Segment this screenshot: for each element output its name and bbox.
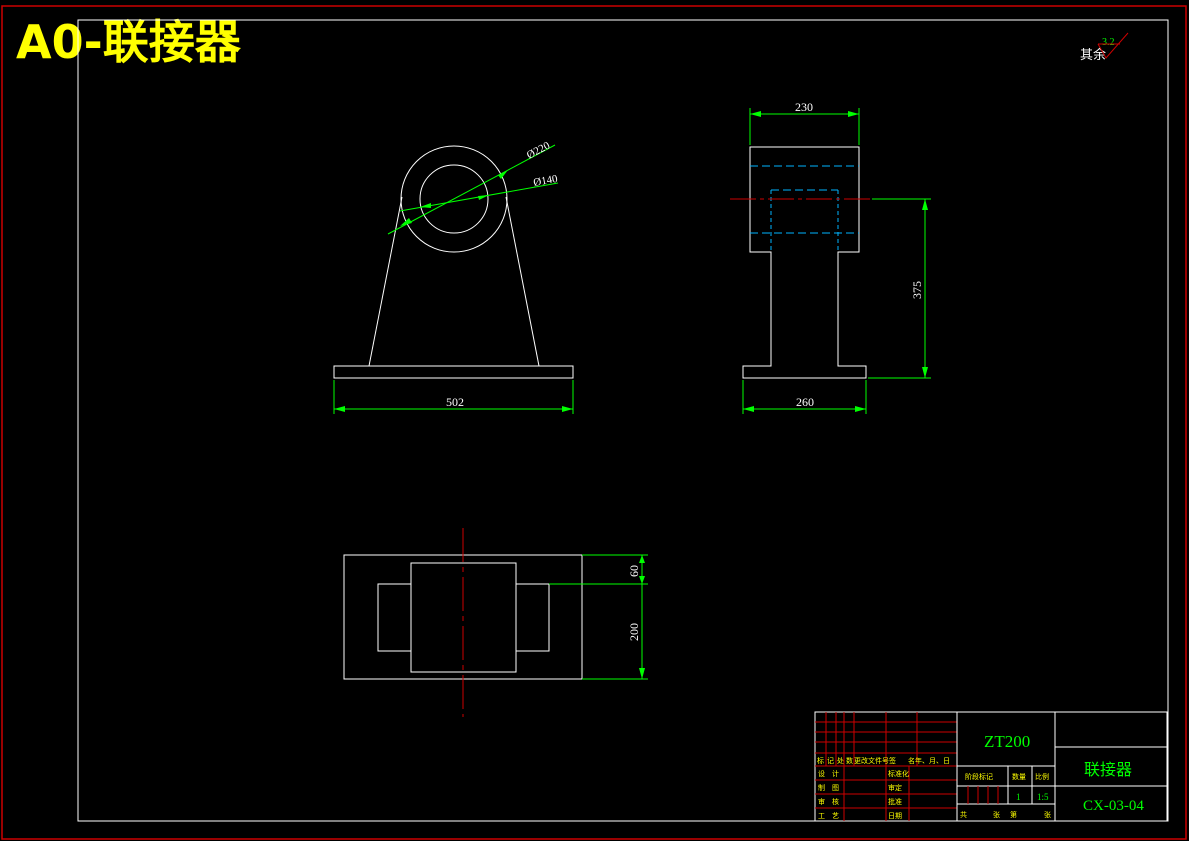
sheet-num-b: 张: [1044, 810, 1051, 819]
dim-60-label: 60: [627, 565, 641, 577]
dia140-label: Ø140: [532, 173, 559, 189]
dim-230-label: 230: [795, 100, 813, 114]
top-right-lug: [515, 583, 550, 652]
role-process-a: 工: [818, 812, 825, 820]
quantity-header: 数量: [1012, 772, 1026, 781]
role-date: 日期: [888, 812, 902, 820]
outer-border: [1, 5, 1187, 840]
part-name: 联接器: [1084, 760, 1132, 779]
roughness-symbol: 其余 3.2: [1080, 32, 1129, 63]
dia220-label: Ø220: [525, 139, 553, 161]
rev-hdr-6: 名年、月、日: [908, 756, 950, 765]
dia220-leader: [387, 144, 556, 235]
role-review-b: 核: [832, 797, 839, 806]
side-view: 230 375 260: [730, 100, 931, 414]
drawing-number: CX-03-04: [1083, 798, 1144, 814]
stage-mark-header: 阶段标记: [965, 772, 993, 781]
rev-hdr-4: 更改文件号: [854, 756, 889, 765]
role-process-b: 艺: [832, 812, 839, 820]
role-review-a: 审: [818, 797, 825, 806]
title-block: ZT200 联接器 CX-03-04 1:5 1 标 记 处 数 更改文件号 签…: [814, 711, 1168, 822]
roughness-value: 3.2: [1102, 37, 1115, 48]
quantity-value: 1: [1016, 792, 1021, 802]
sheet-num-a: 第: [1010, 810, 1017, 819]
outer-boss-circle: [400, 145, 508, 253]
scale-header: 比例: [1035, 772, 1049, 781]
role-draw-b: 图: [832, 784, 839, 792]
project-code: ZT200: [984, 732, 1030, 751]
role-approve: 批准: [888, 797, 902, 806]
dim-375-label: 375: [910, 281, 924, 299]
side-outline: [742, 146, 867, 379]
bore-circle: [419, 164, 489, 234]
inner-border: [77, 19, 1169, 822]
rev-hdr-1: 记: [827, 757, 834, 765]
top-view: 60 200: [343, 528, 648, 717]
sheet-total-a: 共: [960, 810, 967, 819]
front-base-plate: [333, 365, 574, 379]
front-view: Ø220 Ø140 502: [333, 139, 574, 414]
roughness-mark: [1097, 32, 1129, 59]
drawing-title: A0-联接器: [16, 15, 241, 69]
role-standard: 标准化: [888, 769, 909, 778]
left-rib-line: [368, 196, 403, 367]
rev-hdr-3: 数: [846, 756, 853, 765]
dim-260-label: 260: [796, 395, 814, 409]
rev-hdr-2: 处: [837, 756, 844, 765]
role-design-b: 计: [832, 769, 839, 778]
role-approve-review: 审定: [888, 783, 902, 792]
top-left-lug: [377, 583, 412, 652]
role-design-a: 设: [818, 769, 825, 778]
role-draw-a: 制: [818, 783, 825, 792]
roughness-label: 其余: [1080, 47, 1106, 63]
right-rib-line: [505, 196, 540, 367]
dim-200-label: 200: [627, 623, 641, 641]
sheet-total-b: 张: [993, 810, 1000, 819]
rev-hdr-0: 标: [817, 756, 824, 765]
rev-hdr-5: 签: [889, 756, 896, 765]
scale-value: 1:5: [1037, 792, 1049, 802]
dim-502-label: 502: [446, 395, 464, 409]
